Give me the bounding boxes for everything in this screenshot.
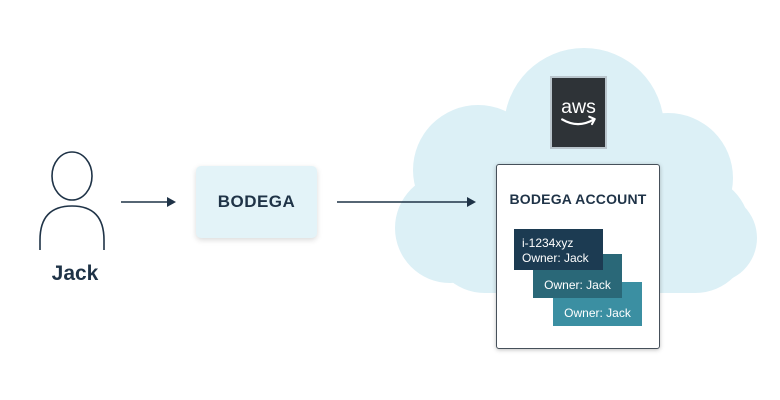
aws-logo: aws	[550, 76, 607, 149]
instance-owner: Owner: Jack	[522, 251, 589, 265]
bodega-box: BODEGA	[196, 166, 317, 238]
instance-card-1: i-1234xyz Owner: Jack	[514, 229, 603, 270]
instance-id: i-1234xyz	[522, 236, 574, 250]
aws-logo-icon: aws	[561, 96, 596, 126]
arrow-bodega-to-account	[337, 197, 476, 207]
user-icon	[39, 151, 105, 250]
bodega-label: BODEGA	[217, 192, 296, 211]
user-label: Jack	[51, 262, 99, 285]
arrow-user-to-bodega	[121, 197, 176, 207]
instance-owner: Owner: Jack	[564, 306, 631, 320]
account-title: BODEGA ACCOUNT	[509, 191, 647, 207]
instance-owner: Owner: Jack	[544, 278, 611, 292]
aws-logo-text: aws	[561, 96, 596, 118]
